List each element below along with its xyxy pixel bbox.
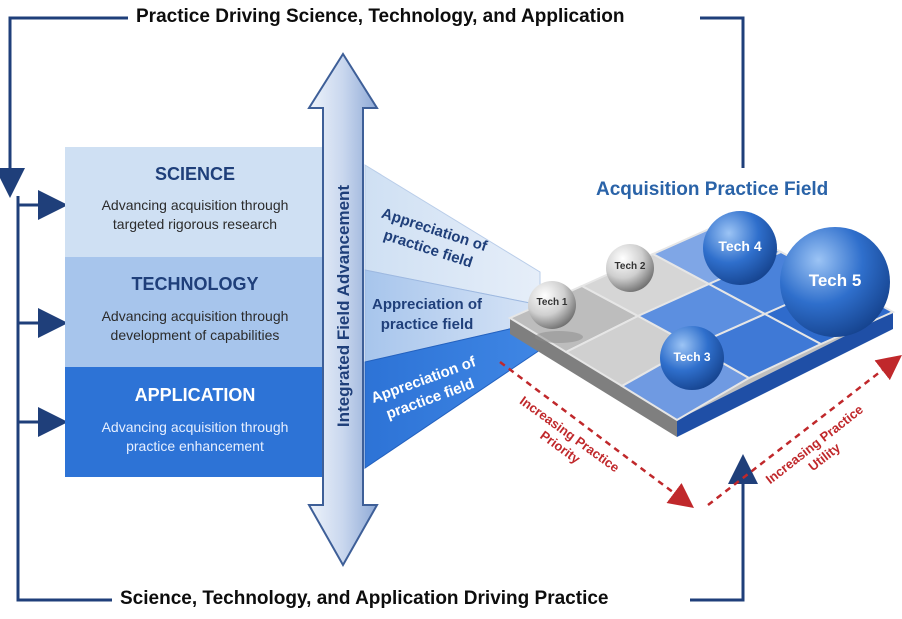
tech-1-label: Tech 1 [536,297,568,308]
utility-axis-arrow [707,354,902,506]
tech-5-sphere [780,227,890,337]
tech-2-sphere [606,244,654,292]
application-desc-line-2: practice enhancement [126,438,264,454]
science-desc-line-1: Advancing acquisition through [101,197,289,213]
top-right-connector [700,16,745,168]
tech-4-label: Tech 4 [718,238,762,254]
appreciation-label-technology: Appreciation of practice field [372,295,482,335]
appreciation-technology-line-1: Appreciation of [372,296,483,313]
priority-axis-arrow [499,361,694,509]
integrated-advancement-arrow [307,52,379,568]
bottom-banner: Science, Technology, and Application Dri… [112,588,617,610]
application-description: Advancing acquisition through practice e… [70,418,320,456]
tech-4-sphere [703,211,777,285]
tech-1-sphere [528,281,576,329]
appreciation-technology-line-2: practice field [380,316,474,333]
science-title: SCIENCE [154,164,235,184]
science-desc-line-2: targeted rigorous research [112,216,278,232]
tech-3-sphere [660,326,724,390]
application-title: APPLICATION [134,385,256,405]
technology-description: Advancing acquisition through developmen… [70,307,320,345]
top-banner: Practice Driving Science, Technology, an… [128,6,633,28]
technology-desc-line-2: development of capabilities [110,327,280,343]
application-band [65,367,327,477]
technology-desc-line-1: Advancing acquisition through [101,308,289,324]
bottom-right-connector [690,454,758,602]
application-desc-line-1: Advancing acquisition through [101,419,289,435]
tech-3-label: Tech 3 [673,350,711,364]
top-left-connector [0,16,128,198]
technology-title: TECHNOLOGY [131,274,259,294]
field-title: Acquisition Practice Field [596,179,829,200]
science-band [65,147,327,257]
science-description: Advancing acquisition through targeted r… [70,196,320,234]
tech-2-label: Tech 2 [614,261,646,272]
integrated-advancement-label: Integrated Field Advancement [334,184,353,428]
tech-5-label: Tech 5 [808,271,862,290]
technology-band [65,257,327,367]
left-bottom-connector [16,196,122,602]
